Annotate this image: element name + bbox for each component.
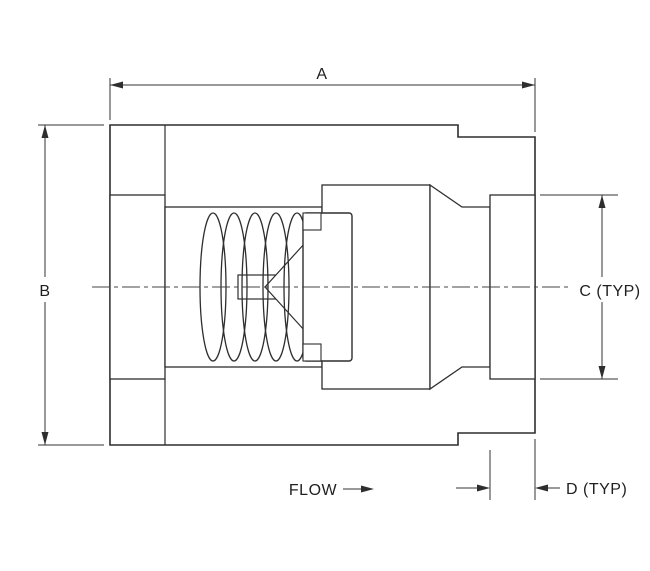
flow-arrow-icon	[361, 485, 374, 493]
dimension-a: A	[109, 66, 536, 132]
seal-groove-bottom	[302, 343, 322, 362]
dimension-d: D (TYP)	[456, 439, 627, 500]
arrowhead-top	[598, 195, 606, 208]
label-mask	[33, 277, 57, 302]
arrowhead-right	[522, 81, 535, 89]
arrowhead-left	[110, 81, 123, 89]
dimension-a-label: A	[316, 66, 327, 83]
dimension-b: B	[33, 124, 104, 446]
label-mask	[571, 277, 650, 302]
body-outline	[109, 124, 536, 446]
dimension-d-label: D (TYP)	[566, 481, 627, 498]
arrowhead-bottom	[41, 432, 49, 445]
dimension-b-label: B	[39, 283, 50, 300]
arrowhead-top	[41, 125, 49, 138]
flow-annotation: FLOW	[289, 482, 374, 499]
flow-label: FLOW	[289, 482, 338, 499]
seal-groove-top	[302, 212, 322, 231]
arrowhead-left	[477, 484, 490, 492]
dimension-c-label: C (TYP)	[579, 283, 640, 300]
arrowhead-bottom	[598, 366, 606, 379]
dimension-c: C (TYP)	[540, 194, 650, 380]
arrowhead-right	[535, 484, 548, 492]
